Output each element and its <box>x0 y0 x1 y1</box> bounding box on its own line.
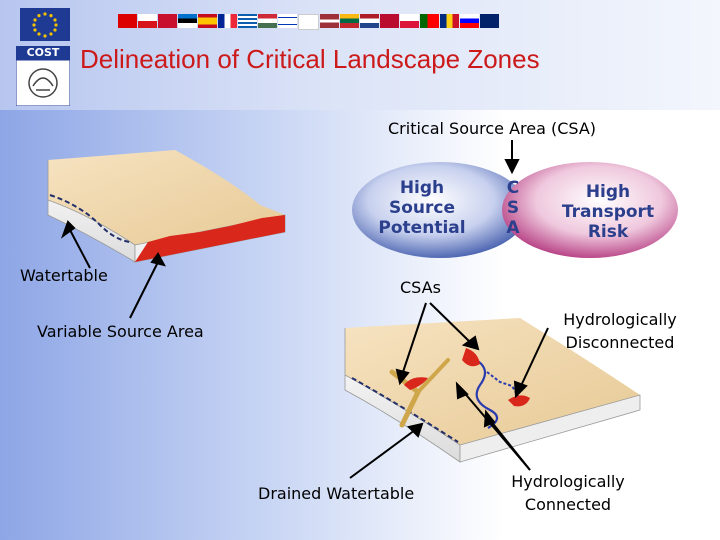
hydro-connected-label: Hydrologically Connected <box>488 470 648 516</box>
venn-right-line: High <box>552 182 664 202</box>
venn-left-line: High <box>372 178 472 198</box>
venn-overlap-letter: S <box>503 198 523 218</box>
hydro-disconnected-label: Hydrologically Disconnected <box>540 308 700 354</box>
venn-right-line: Risk <box>552 222 664 242</box>
variable-source-area-label: Variable Source Area <box>37 322 204 341</box>
venn-overlap-letter: A <box>503 218 523 238</box>
hydro-disconnected-line: Disconnected <box>540 331 700 354</box>
venn-left-line: Potential <box>372 218 472 238</box>
venn-left-line: Source <box>372 198 472 218</box>
venn-right-label: High Transport Risk <box>552 182 664 242</box>
watertable-label: Watertable <box>20 266 108 285</box>
csas-label: CSAs <box>400 278 441 297</box>
hydro-disconnected-line: Hydrologically <box>540 308 700 331</box>
venn-left-label: High Source Potential <box>372 178 472 238</box>
venn-overlap-letter: C <box>503 178 523 198</box>
landscape-block-top <box>48 150 285 262</box>
venn-right-line: Transport <box>552 202 664 222</box>
csa-heading: Critical Source Area (CSA) <box>388 119 596 138</box>
venn-overlap-label: C S A <box>503 178 523 238</box>
hydro-connected-line: Hydrologically <box>488 470 648 493</box>
hydro-connected-line: Connected <box>488 493 648 516</box>
drained-watertable-label: Drained Watertable <box>258 484 414 503</box>
